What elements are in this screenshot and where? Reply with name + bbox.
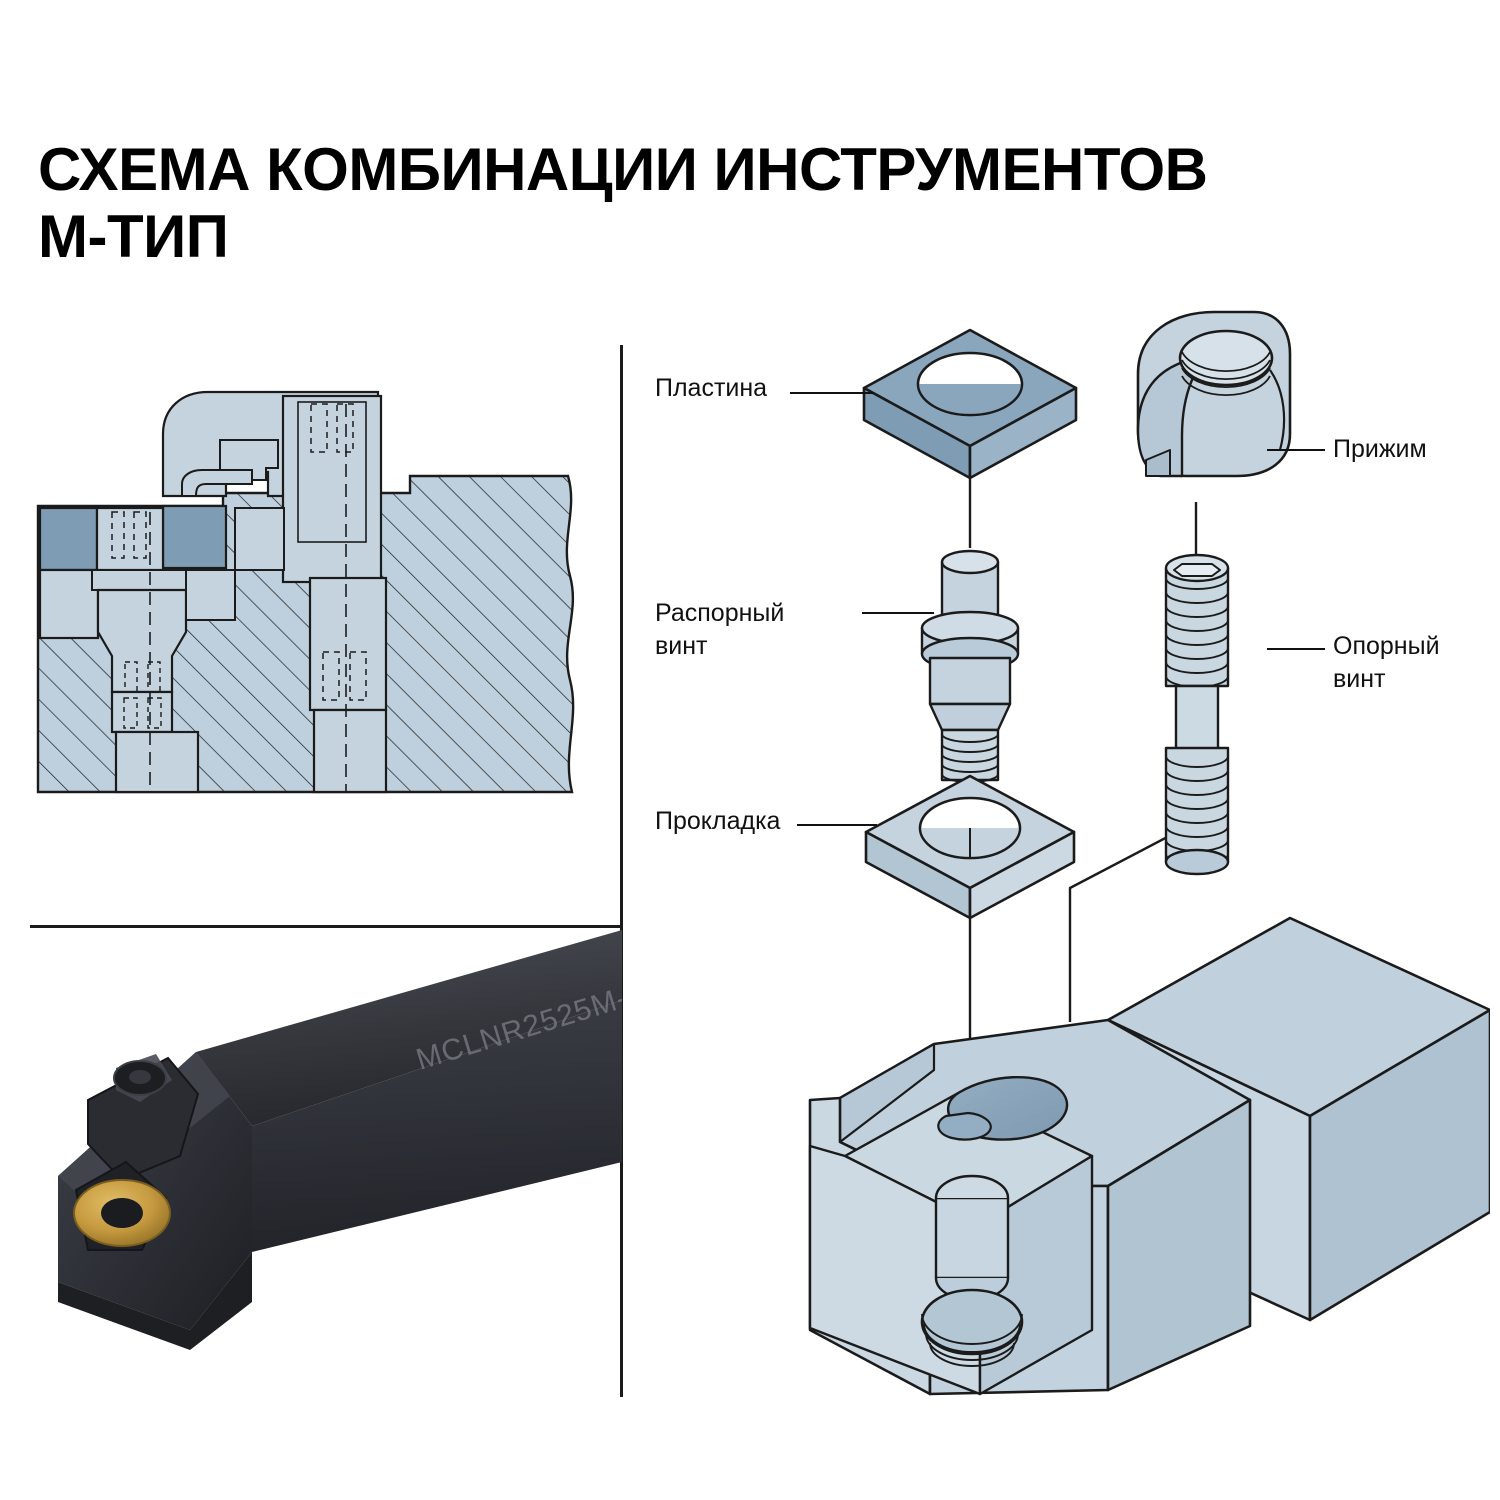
leader-line-shim [797,824,877,826]
exploded-assembly-view [630,310,1490,1400]
vertical-divider [620,345,623,1397]
part-tool-body [808,916,1490,1396]
photo-clamp [87,1056,200,1182]
part-insert [862,328,1078,480]
label-shim: Прокладка [655,807,781,835]
leader-line-spacer-screw [862,612,934,614]
label-spacer-screw: Распорный винт [655,599,785,660]
cross-section-drawing [30,380,605,835]
label-clamp: Прижим [1333,435,1427,463]
part-shim [864,774,1076,920]
label-insert: Пластина [655,374,768,402]
photo-shank-top [196,930,622,1126]
page-title: СХЕМА КОМБИНАЦИИ ИНСТРУМЕНТОВ М-ТИП [38,136,1208,271]
leader-line-clamp [1267,449,1325,451]
clamp-screw-section [281,394,388,794]
horizontal-divider [30,925,622,928]
leader-line-insert [790,392,874,394]
part-clamp [1136,310,1292,478]
part-support-screw [1164,553,1230,876]
label-support-screw: Опорный винт [1333,632,1440,693]
photo-shank-side [252,1000,622,1252]
shim-pocket-section [185,507,285,621]
product-photo: MCLNR2525M- [30,930,622,1350]
leader-line-support-screw [1267,648,1325,650]
part-spacer-screw [920,549,1020,783]
